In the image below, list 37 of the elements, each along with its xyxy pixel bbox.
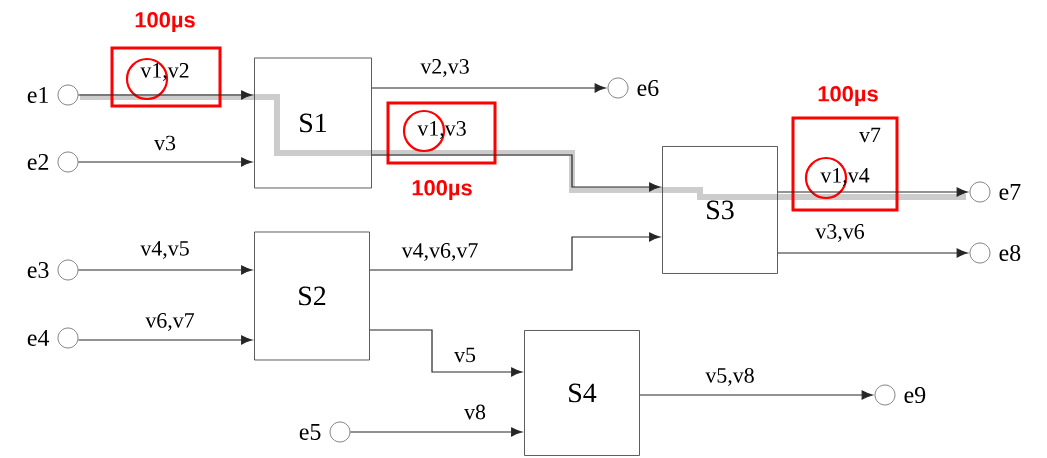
edge-label: v5,v8 <box>705 368 754 386</box>
arrow <box>349 427 523 437</box>
terminal-label: e8 <box>999 244 1021 262</box>
switch-box: S2 <box>254 231 370 361</box>
edge-label: v2,v3 <box>420 59 469 77</box>
arrow <box>77 157 253 167</box>
edge-label: v3,v6 <box>815 224 864 242</box>
arrow <box>371 83 606 93</box>
edge-label: v4,v5 <box>140 241 189 259</box>
terminal-label: e9 <box>904 386 926 403</box>
delay-label: 100µs <box>135 12 195 32</box>
arrow <box>369 232 661 271</box>
switch-box: S3 <box>662 146 778 274</box>
arrow <box>77 90 253 100</box>
arrow <box>77 335 253 345</box>
arrow <box>369 329 523 377</box>
terminal-label: e1 <box>27 87 48 103</box>
edge-label: v6,v7 <box>145 313 195 331</box>
arrow <box>77 265 253 275</box>
delay-label: 100µs <box>412 180 472 200</box>
terminal-label: e4 <box>27 330 50 346</box>
terminal-label: e5 <box>299 424 321 440</box>
switch-box: S4 <box>524 330 640 456</box>
edge-label: v5 <box>454 347 476 363</box>
arrow <box>639 390 873 400</box>
terminal-label: e7 <box>999 184 1021 200</box>
delay-label: 100µs <box>818 86 878 106</box>
flow-label: v7 <box>859 127 881 143</box>
edge-label: v8 <box>464 404 486 420</box>
edge-label: v3 <box>154 135 176 151</box>
terminal-label: e3 <box>27 261 49 278</box>
terminal-label: e6 <box>637 79 659 97</box>
switch-box: S1 <box>254 57 372 189</box>
arrow <box>777 187 968 197</box>
edge-label: v4,v6,v7 <box>401 243 478 261</box>
arrow <box>777 248 968 258</box>
terminal-label: e2 <box>27 153 49 171</box>
